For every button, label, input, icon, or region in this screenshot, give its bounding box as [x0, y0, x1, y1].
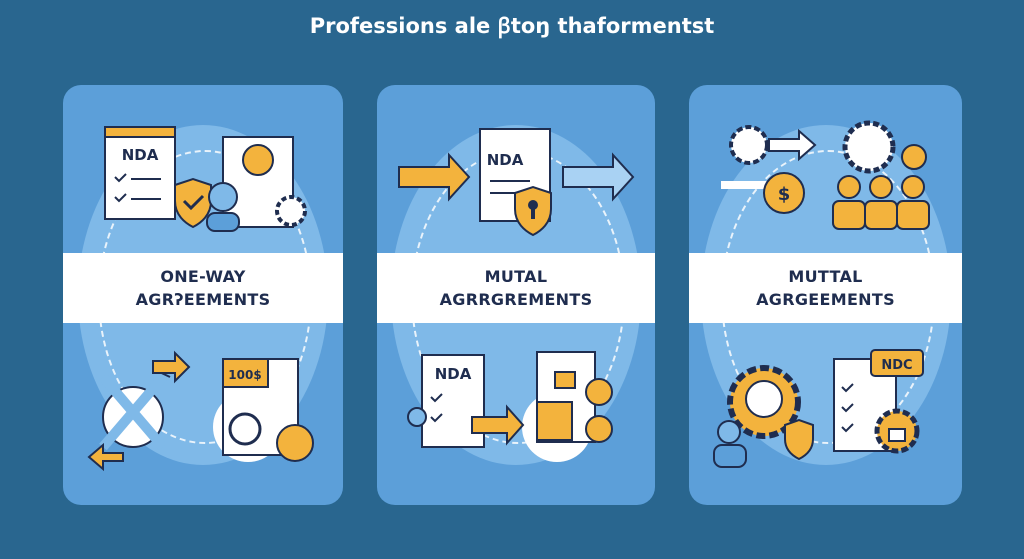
- card-label-line2: AGRGEEMENTS: [756, 290, 895, 309]
- card-label: ONE-WAY AGRʔEEMENTS: [63, 253, 343, 323]
- svg-text:$: $: [778, 184, 791, 205]
- amount-label: 100$: [228, 368, 261, 382]
- nda-label: NDA: [435, 365, 472, 383]
- card-label-line1: MUTAL: [484, 267, 548, 286]
- lightbulb-gear-ndc-icon: NDC: [713, 349, 924, 468]
- nda-label: NDA: [487, 151, 524, 169]
- ndc-label: NDC: [881, 358, 912, 373]
- card-label: MUTAL AGRRGREMENTS: [377, 253, 655, 323]
- gears-people-money-icon: $: [721, 120, 930, 230]
- page-title: Professions ale ꞵtoŋ thaformentst: [309, 14, 715, 38]
- card-label-line2: AGRʔEEMENTS: [135, 290, 271, 309]
- card-label: MUTTAL AGRGEEMENTS: [689, 253, 962, 323]
- card-mutual: NDA MUTAL AGRRGREMENTS NDA: [377, 85, 655, 505]
- nda-exchange-icon: NDA: [398, 128, 635, 237]
- card-label-line1: ONE-WAY: [160, 267, 246, 286]
- card-mutual-2: $ MUTTAL AGRGEEMENTS NDC: [689, 85, 962, 505]
- nda-lock-icon: NDA: [407, 351, 613, 462]
- nda-label: NDA: [122, 146, 159, 164]
- card-one-way: NDA ONE-WAY AGRʔEEMENTS 100$: [63, 85, 343, 505]
- card-label-line1: MUTTAL: [788, 267, 863, 286]
- card-label-line2: AGRRGREMENTS: [439, 290, 593, 309]
- nda-document-shield-icon: NDA: [104, 126, 307, 232]
- globe-arrows-calendar-icon: 100$: [87, 350, 314, 472]
